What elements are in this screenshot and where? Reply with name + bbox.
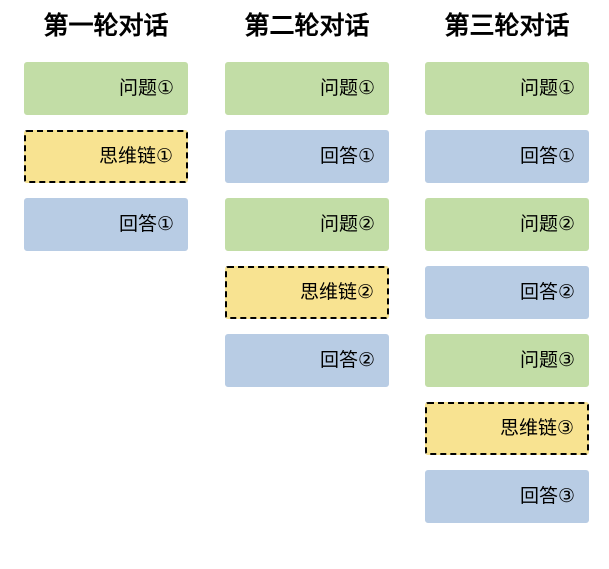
dialogue-box-label: 问题①: [118, 78, 174, 99]
dialogue-box-question: 问题①: [425, 62, 589, 115]
dialogue-box-label: 思维链③: [499, 418, 574, 439]
dialogue-box-label: 回答①: [519, 146, 575, 167]
dialogue-box-label: 思维链②: [299, 282, 374, 303]
dialogue-box-question: 问题③: [425, 334, 589, 387]
dialogue-box-answer: 回答③: [425, 470, 589, 523]
dialogue-box-label: 回答②: [519, 282, 575, 303]
dialogue-box-label: 思维链①: [98, 146, 173, 167]
dialogue-box-label: 回答①: [319, 146, 375, 167]
dialogue-box-chain-of-thought: 思维链②: [225, 266, 389, 319]
column-box-list-1: 问题① 思维链① 回答①: [24, 62, 188, 251]
dialogue-box-label: 问题①: [519, 78, 575, 99]
column-box-list-2: 问题① 回答① 问题② 思维链② 回答②: [225, 62, 389, 387]
dialogue-box-question: 问题②: [225, 198, 389, 251]
dialogue-box-question: 问题①: [225, 62, 389, 115]
dialogue-box-answer: 回答①: [24, 198, 188, 251]
column-box-list-3: 问题① 回答① 问题② 回答② 问题③ 思维链③ 回答③: [425, 62, 589, 523]
dialogue-box-answer: 回答②: [425, 266, 589, 319]
dialogue-box-answer: 回答①: [225, 130, 389, 183]
dialogue-box-question: 问题①: [24, 62, 188, 115]
dialogue-box-chain-of-thought: 思维链①: [24, 130, 188, 183]
column-title-2: 第二轮对话: [244, 12, 370, 40]
dialogue-box-label: 回答③: [519, 486, 575, 507]
dialogue-box-label: 问题③: [519, 350, 575, 371]
dialogue-box-chain-of-thought: 思维链③: [425, 402, 589, 455]
dialogue-box-label: 问题②: [519, 214, 575, 235]
column-title-1: 第一轮对话: [43, 12, 169, 40]
dialogue-box-question: 问题②: [425, 198, 589, 251]
dialogue-box-label: 问题②: [319, 214, 375, 235]
dialogue-box-label: 问题①: [319, 78, 375, 99]
dialogue-box-label: 回答①: [118, 214, 174, 235]
column-title-3: 第三轮对话: [444, 12, 570, 40]
dialogue-box-label: 回答②: [319, 350, 375, 371]
dialogue-box-answer: 回答①: [425, 130, 589, 183]
dialogue-box-answer: 回答②: [225, 334, 389, 387]
